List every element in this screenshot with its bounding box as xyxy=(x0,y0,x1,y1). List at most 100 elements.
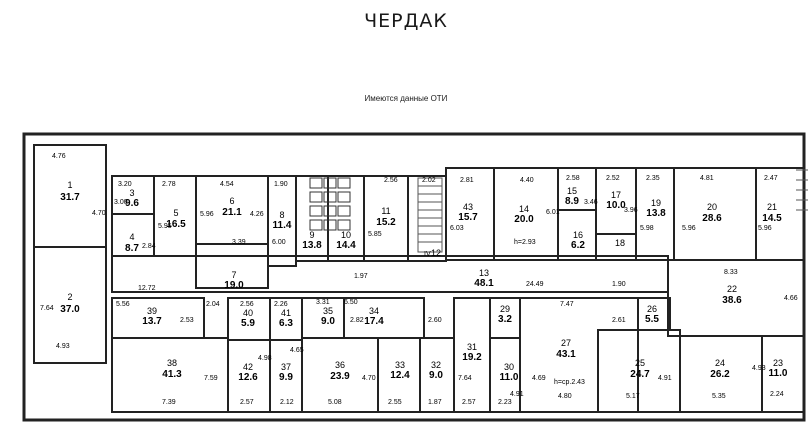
dim-label: 5.85 xyxy=(368,231,382,238)
room-43-area: 15.7 xyxy=(458,212,478,223)
room-9-area: 13.8 xyxy=(302,240,322,251)
room-18-number: 18 xyxy=(615,238,625,248)
dim-label: 2.35 xyxy=(646,175,660,182)
room-15-number: 15 xyxy=(567,186,577,196)
dim-label: 3.00 xyxy=(114,199,128,206)
dim-label: 2.78 xyxy=(162,181,176,188)
room-2-number: 2 xyxy=(67,292,72,302)
room-32-area: 9.0 xyxy=(429,370,443,381)
dim-label: 5.17 xyxy=(626,393,640,400)
room-19-area: 13.8 xyxy=(646,208,666,219)
staircase xyxy=(417,177,443,253)
room-23-area: 11.0 xyxy=(769,368,788,379)
dim-label: 3.46 xyxy=(584,199,598,206)
room-17-number: 17 xyxy=(611,190,621,200)
room-4-area: 8.7 xyxy=(125,243,139,254)
dim-label: 4.80 xyxy=(558,393,572,400)
interior-walls xyxy=(33,144,805,413)
room-30-area: 11.0 xyxy=(500,372,519,383)
room-24-area: 26.2 xyxy=(710,369,730,380)
dim-label: 4.65 xyxy=(290,347,304,354)
dim-label: 24.49 xyxy=(526,281,544,288)
room-27-area: 43.1 xyxy=(556,349,576,360)
dim-label: 2.61 xyxy=(612,317,626,324)
dim-label: 3.96 xyxy=(624,207,638,214)
toilet-fixtures xyxy=(309,177,351,231)
dim-label: 2.56 xyxy=(384,177,398,184)
room-35-area: 9.0 xyxy=(321,316,335,327)
room-11-area: 15.2 xyxy=(376,217,396,228)
room-33-area: 12.4 xyxy=(390,370,410,381)
dim-label: 5.35 xyxy=(712,393,726,400)
room-13-area: 48.1 xyxy=(474,278,494,289)
room-19-number: 19 xyxy=(651,198,661,208)
page-subtitle: Имеются данные ОТИ xyxy=(364,94,448,103)
dim-label: 2.12 xyxy=(280,399,294,406)
room-25-area: 24.7 xyxy=(630,369,650,380)
room-21-area: 14.5 xyxy=(762,213,782,224)
dim-label: 1.90 xyxy=(612,281,626,288)
dim-label: 6.01 xyxy=(546,209,560,216)
dim-label: 4.54 xyxy=(220,181,234,188)
dim-label: 1.90 xyxy=(274,181,288,188)
dim-label: 5.56 xyxy=(116,301,130,308)
room-21-number: 21 xyxy=(767,202,777,212)
room-20-area: 28.6 xyxy=(702,213,722,224)
dim-label: 7.64 xyxy=(458,375,472,382)
dim-label: 2.26 xyxy=(274,301,288,308)
dim-label: 1.97 xyxy=(354,273,368,280)
room-40-number: 40 xyxy=(243,308,253,318)
room-1-number: 1 xyxy=(67,180,72,190)
dim-label: 5.96 xyxy=(758,225,772,232)
dim-label: IV xyxy=(424,251,431,258)
dim-label: 2.82 xyxy=(350,317,364,324)
room-26-area: 5.5 xyxy=(645,314,659,325)
room-29-number: 29 xyxy=(500,304,510,314)
dim-label: 3.20 xyxy=(118,181,132,188)
dim-label: 4.93 xyxy=(56,343,70,350)
dim-label: 4.70 xyxy=(362,375,376,382)
room-37-number: 37 xyxy=(281,362,291,372)
room-24-number: 24 xyxy=(715,358,725,368)
dim-label: 4.91 xyxy=(510,391,524,398)
room-32-number: 32 xyxy=(431,360,441,370)
room-6-area: 21.1 xyxy=(222,207,242,218)
room-42-area: 12.6 xyxy=(238,372,258,383)
dim-label: 6.50 xyxy=(344,299,358,306)
room-35-number: 35 xyxy=(323,306,333,316)
dim-label: 1.87 xyxy=(428,399,442,406)
dim-label: 8.33 xyxy=(724,269,738,276)
dim-label: 5.98 xyxy=(640,225,654,232)
room-16-area: 6.2 xyxy=(571,240,585,251)
dim-label: 3.39 xyxy=(232,239,246,246)
room-42-number: 42 xyxy=(243,362,253,372)
room-37-area: 9.9 xyxy=(279,372,293,383)
room-27-number: 27 xyxy=(561,338,571,348)
room-38-area: 41.3 xyxy=(162,369,182,380)
room-14-area: 20.0 xyxy=(514,214,534,225)
dim-label: 4.26 xyxy=(250,211,264,218)
dim-label: 2.84 xyxy=(142,243,156,250)
room-10-number: 10 xyxy=(341,230,351,240)
room-1-area: 31.7 xyxy=(60,192,80,203)
room-23-number: 23 xyxy=(773,358,783,368)
room-31-area: 19.2 xyxy=(462,352,482,363)
room-4-number: 4 xyxy=(129,232,134,242)
room-22-number: 22 xyxy=(727,284,737,294)
room-3-area: 9.6 xyxy=(125,198,139,209)
room-36-area: 23.9 xyxy=(330,371,350,382)
dim-label: 2.02 xyxy=(422,177,436,184)
dim-label: 4.93 xyxy=(752,365,766,372)
room-5-number: 5 xyxy=(173,208,178,218)
room-25-number: 25 xyxy=(635,358,645,368)
dim-label: 2.58 xyxy=(566,175,580,182)
room-labels: 1 31.7 2 37.0 3 9.6 4 8.7 5 16.5 6 21.1 … xyxy=(60,180,788,383)
room-10-area: 14.4 xyxy=(336,240,356,251)
room-30-number: 30 xyxy=(504,362,514,372)
height-note-27: h=ср.2.43 xyxy=(554,379,585,386)
dim-label: 2.04 xyxy=(206,301,220,308)
page-title: ЧЕРДАК xyxy=(364,10,448,32)
dim-label: 2.23 xyxy=(498,399,512,406)
room-36-number: 36 xyxy=(335,360,345,370)
